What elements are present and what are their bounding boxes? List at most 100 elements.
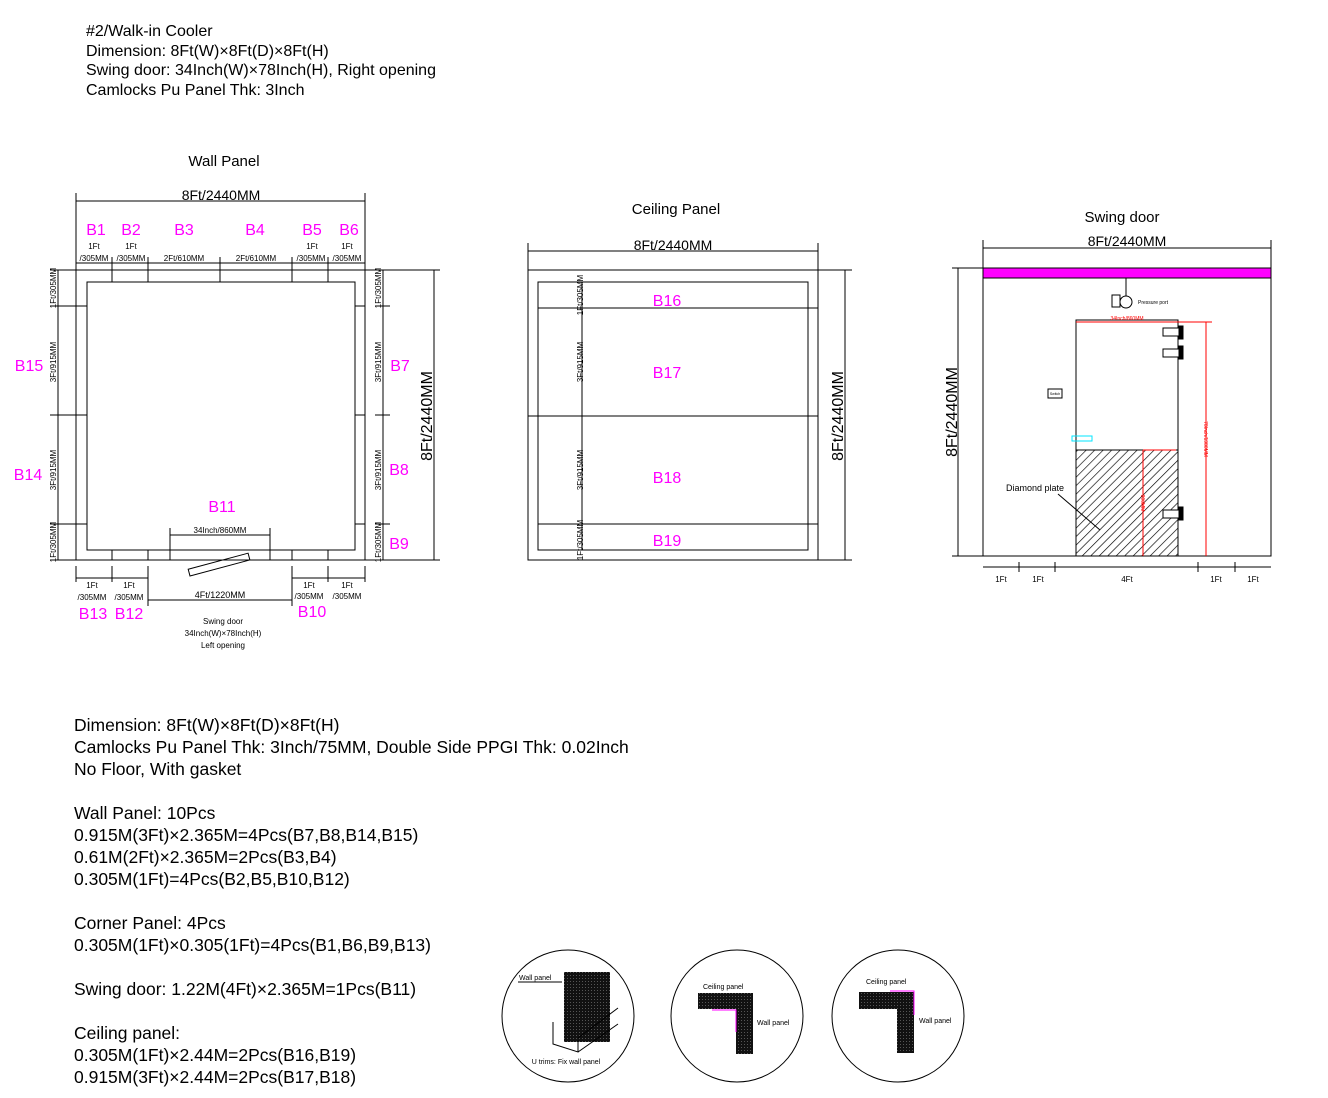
- spec-line: No Floor, With gasket: [74, 759, 242, 779]
- label-b1: B1: [86, 222, 106, 239]
- door-opening-dim: 4Ft/1220MM: [195, 590, 246, 600]
- label-b13: B13: [79, 606, 108, 623]
- dim-b1: 1Ft: [88, 242, 100, 251]
- header-door: Swing door: 34Inch(W)×78Inch(H), Right o…: [86, 62, 436, 79]
- dim-b6: 1Ft: [341, 242, 353, 251]
- spec-spacer: [74, 956, 629, 978]
- spec-spacer: [74, 890, 629, 912]
- dim-b2: 1Ft: [125, 242, 137, 251]
- label-b15: B15: [15, 358, 44, 375]
- label-b12: B12: [115, 606, 144, 623]
- spec-line: Dimension: 8Ft(W)×8Ft(D)×8Ft(H): [74, 715, 340, 735]
- header-title: #2/Walk-in Cooler: [86, 23, 213, 40]
- label-b3: B3: [174, 222, 194, 239]
- dim-left-b14: 3Ft/915MM: [49, 449, 58, 490]
- door-height-red: 78Inch/1980MM: [1202, 421, 1208, 457]
- door-title: Swing door: [1084, 209, 1159, 226]
- ceiling-dim-b19: 1Ft/305MM: [576, 519, 585, 560]
- label-b6: B6: [339, 222, 359, 239]
- wall-overall-depth: 8Ft/2440MM: [419, 371, 436, 461]
- header-dimension: Dimension: 8Ft(W)×8Ft(D)×8Ft(H): [86, 42, 329, 60]
- ceiling-overall-depth: 8Ft/2440MM: [830, 371, 847, 461]
- handle-icon: [1071, 435, 1093, 442]
- label-b16: B16: [653, 293, 682, 310]
- spec-heading-wall: Wall Panel: 10Pcs: [74, 803, 216, 823]
- ceiling-overall-width: 8Ft/2440MM: [634, 237, 713, 253]
- detail1-utrim-label: U trims: Fix wall panel: [532, 1059, 601, 1066]
- door-bottom-dim-4: 1Ft: [1210, 575, 1222, 584]
- spec-line: Camlocks Pu Panel Thk: 3Inch/75MM, Doubl…: [74, 737, 629, 757]
- specification-list: Dimension: 8Ft(W)×8Ft(D)×8Ft(H) Camlocks…: [74, 714, 629, 1088]
- door-width-dim: 34Inch/860MM: [194, 526, 247, 535]
- dim-b2-mm: /305MM: [117, 254, 146, 263]
- detail2-wall-label: Wall panel: [757, 1020, 790, 1027]
- spec-spacer: [74, 780, 629, 802]
- label-b17: B17: [653, 365, 682, 382]
- dim-b13-mm: /305MM: [78, 593, 107, 602]
- spec-swing-door: Swing door: 1.22M(4Ft)×2.365M=1Pcs(B11): [74, 979, 417, 999]
- dim-left-bottom: 1Ft/305MM: [49, 521, 58, 562]
- wall-panel-title: Wall Panel: [188, 153, 259, 170]
- detail3-wall-label: Wall panel: [919, 1018, 952, 1025]
- dim-b9b-mm: /305MM: [333, 592, 362, 601]
- spec-line: 0.305M(1Ft)×0.305(1Ft)=4Pcs(B1,B6,B9,B13…: [74, 935, 431, 955]
- dim-b12: 1Ft: [123, 581, 135, 590]
- ceiling-dim-b18: 3Ft/915MM: [576, 449, 585, 490]
- header-thickness: Camlocks Pu Panel Thk: 3Inch: [86, 81, 305, 99]
- dim-right-b8: 3Ft/915MM: [374, 449, 383, 490]
- detail-u-trim: Wall panel U trims: Fix wall panel: [501, 949, 635, 1083]
- label-b7: B7: [390, 358, 410, 375]
- spec-spacer: [74, 1000, 629, 1022]
- detail-ceiling-outer: Ceiling panel Wall panel: [831, 949, 965, 1083]
- ceiling-dim-b16: 1Ft/305MM: [576, 274, 585, 315]
- door-overall-height: 8Ft/2440MM: [944, 367, 961, 457]
- dim-b1-mm: /305MM: [80, 254, 109, 263]
- dim-left-b15: 3Ft/915MM: [49, 341, 58, 382]
- dim-right-top: 1Ft/305MM: [374, 267, 383, 308]
- door-note-3: Left opening: [201, 641, 245, 650]
- label-b9: B9: [389, 536, 409, 553]
- dim-b13: 1Ft: [86, 581, 98, 590]
- door-note-1: Swing door: [203, 617, 243, 626]
- detail1-wall-label: Wall panel: [519, 975, 552, 982]
- swing-door-elevation: Swing door 8Ft/2440MM 8Ft/2440MM Pressur…: [944, 209, 1272, 584]
- dim-b4: 2Ft/610MM: [236, 254, 277, 263]
- spec-line: 0.915M(3Ft)×2.365M=4Pcs(B7,B8,B14,B15): [74, 825, 419, 845]
- door-leaf: [187, 552, 251, 577]
- door-bottom-dim-3: 4Ft: [1121, 575, 1133, 584]
- switch-box: [1047, 388, 1063, 399]
- dim-b10-mm: /305MM: [295, 592, 324, 601]
- detail3-ceiling-label: Ceiling panel: [866, 979, 907, 986]
- dim-b3: 2Ft/610MM: [164, 254, 205, 263]
- door-bottom-dim-5: 1Ft: [1247, 575, 1259, 584]
- label-b5: B5: [302, 222, 322, 239]
- top-trim-bar: [982, 267, 1272, 279]
- switch-label: Switch: [1050, 392, 1060, 396]
- dim-b6-mm: /305MM: [333, 254, 362, 263]
- dim-left-top: 1Ft/305MM: [49, 267, 58, 308]
- label-b4: B4: [245, 222, 265, 239]
- label-b19: B19: [653, 533, 682, 550]
- wall-overall-width: 8Ft/2440MM: [182, 187, 261, 203]
- spec-line: 0.61M(2Ft)×2.365M=2Pcs(B3,B4): [74, 847, 337, 867]
- label-b10: B10: [298, 604, 327, 621]
- hinge-icon: [1162, 325, 1184, 521]
- dim-right-bottom: 1Ft/305MM: [374, 521, 383, 562]
- dim-b10: 1Ft: [303, 581, 315, 590]
- label-b11: B11: [208, 499, 235, 516]
- diamond-plate-label: Diamond plate: [1006, 483, 1064, 493]
- label-b14: B14: [14, 467, 43, 484]
- wall-panel-plan: Wall Panel 8Ft/2440MM B1 B2 B3 B4 B5 B6 …: [14, 153, 440, 650]
- label-b2: B2: [121, 222, 141, 239]
- dim-b12-mm: /305MM: [115, 593, 144, 602]
- label-b8: B8: [389, 462, 409, 479]
- door-bottom-dim-1: 1Ft: [995, 575, 1007, 584]
- header-info: #2/Walk-in Cooler Dimension: 8Ft(W)×8Ft(…: [86, 22, 436, 100]
- spec-line: 0.915M(3Ft)×2.44M=2Pcs(B17,B18): [74, 1067, 357, 1087]
- dim-b5: 1Ft: [306, 242, 318, 251]
- ceiling-panel-plan: Ceiling Panel 8Ft/2440MM 1Ft/305MM 3Ft/9…: [527, 201, 852, 561]
- door-width-red: 34Inch/860MM: [1110, 316, 1143, 322]
- spec-heading-corner: Corner Panel: 4Pcs: [74, 913, 226, 933]
- ceiling-title: Ceiling Panel: [632, 201, 720, 218]
